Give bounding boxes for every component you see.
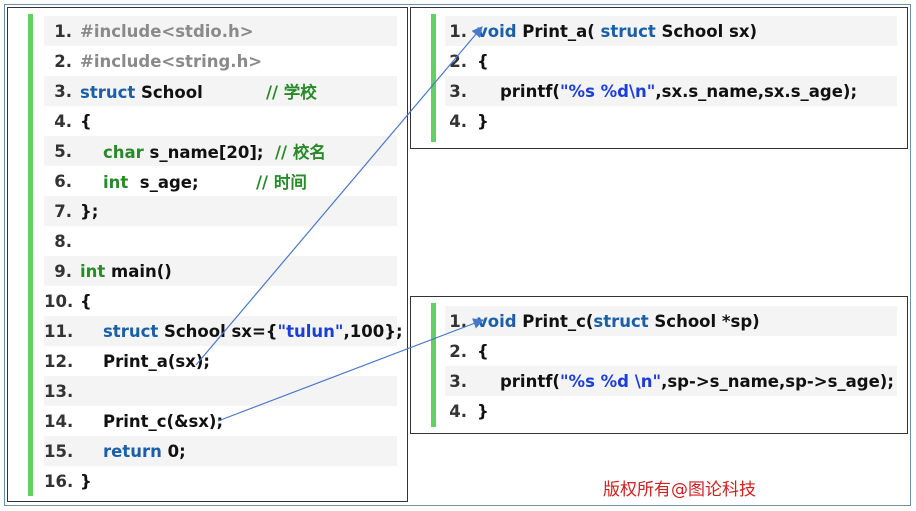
main-code-line-11: 11. struct School sx={"tulun",100}; <box>44 316 403 346</box>
main-code-line-5: 5. char s_name[20]; // 校名 <box>44 136 397 166</box>
code-text: { <box>477 51 489 71</box>
print-c-line-1: 1. void Print_c(struct School *sp) <box>445 306 897 336</box>
line-number: 10. <box>44 291 74 311</box>
main-code-line-12: 12. Print_a(sx); <box>44 346 397 376</box>
code-text: void Print_c(struct School *sp) <box>477 311 760 331</box>
line-number: 4. <box>449 401 467 421</box>
main-code-line-13: 13. <box>44 376 397 406</box>
line-number: 7. <box>54 201 72 221</box>
line-number: 16. <box>44 471 74 491</box>
code-text: } <box>477 401 489 421</box>
main-code-accent-bar <box>28 14 33 496</box>
print-a-code-panel: 1. void Print_a( struct School sx) 2. {3. p… <box>410 7 908 149</box>
print-a-line-1: 1. void Print_a( struct School sx) <box>445 16 897 46</box>
line-number: 5. <box>54 141 72 161</box>
main-code-line-9: 9. int main() <box>44 256 397 286</box>
code-text: { <box>80 111 92 131</box>
line-number: 1. <box>449 311 467 331</box>
code-text: }; <box>80 201 99 221</box>
code-text: int s_age; // 时间 <box>102 173 307 192</box>
line-number: 1. <box>449 21 467 41</box>
main-code-line-15: 15. return 0; <box>44 436 397 466</box>
line-number: 3. <box>54 81 72 101</box>
main-code-line-8: 8. <box>44 226 397 256</box>
code-text: printf("%s %d \n",sp->s_name,sp->s_age); <box>477 371 894 391</box>
line-number: 6. <box>54 171 72 191</box>
code-text: } <box>80 471 92 491</box>
main-code-line-10: 10. { <box>44 286 397 316</box>
print-a-line-2: 2. { <box>445 46 897 76</box>
main-code-line-6: 6. int s_age; // 时间 <box>44 166 397 196</box>
main-code-line-16: 16.} <box>44 466 397 496</box>
code-text: { <box>477 341 489 361</box>
code-text: struct School // 学校 <box>80 83 317 102</box>
main-code-line-3: 3. struct School // 学校 <box>44 76 397 106</box>
line-number: 15. <box>44 441 74 461</box>
code-text: #include<stdio.h> <box>80 21 254 41</box>
code-text: Print_c(&sx); <box>80 411 224 431</box>
line-number: 9. <box>54 261 72 281</box>
line-number: 4. <box>449 111 467 131</box>
line-number: 2. <box>449 51 467 71</box>
main-code-line-2: 2. #include<string.h> <box>44 46 397 76</box>
print-a-line-3: 3. printf("%s %d\n",sx.s_name,sx.s_age); <box>445 76 897 106</box>
main-code-line-14: 14. Print_c(&sx); <box>44 406 397 436</box>
code-text: return 0; <box>102 441 186 461</box>
print-a-line-4: 4.} <box>445 106 897 136</box>
code-text: void Print_a( struct School sx) <box>477 21 757 41</box>
code-text: char s_name[20]; // 校名 <box>102 143 326 162</box>
line-number: 1. <box>54 21 72 41</box>
print-c-line-2: 2. { <box>445 336 897 366</box>
code-text: printf("%s %d\n",sx.s_name,sx.s_age); <box>477 81 858 101</box>
line-number: 2. <box>54 51 72 71</box>
diagram-frame <box>4 4 911 506</box>
print-a-accent-bar <box>431 14 436 142</box>
code-text: } <box>477 111 489 131</box>
code-text: struct School sx={"tulun",100}; <box>102 321 403 341</box>
main-code-panel: 1. #include<stdio.h> 2. #include<string.h> 3… <box>7 7 408 502</box>
line-number: 3. <box>449 81 467 101</box>
line-number: 2. <box>449 341 467 361</box>
main-code-line-1: 1. #include<stdio.h> <box>44 16 397 46</box>
code-text: int main() <box>80 261 172 281</box>
line-number: 14. <box>44 411 74 431</box>
main-code-line-7: 7.}; <box>44 196 397 226</box>
main-code-line-4: 4. { <box>44 106 397 136</box>
print-c-accent-bar <box>431 303 436 427</box>
line-number: 12. <box>44 351 74 371</box>
code-text: { <box>80 291 92 311</box>
line-number: 3. <box>449 371 467 391</box>
copyright-watermark: 版权所有@图论科技 <box>603 480 756 500</box>
line-number: 4. <box>54 111 72 131</box>
arrow-to-print-c <box>217 318 485 422</box>
print-c-line-4: 4.} <box>445 396 897 426</box>
code-text: #include<string.h> <box>80 51 263 71</box>
line-number: 8. <box>54 231 72 251</box>
code-text: Print_a(sx); <box>80 351 211 371</box>
line-number: 11. <box>44 321 74 341</box>
print-c-code-panel: 1. void Print_c(struct School *sp) 2. {3. p… <box>410 296 908 434</box>
print-c-line-3: 3. printf("%s %d \n",sp->s_name,sp->s_ag… <box>445 366 897 396</box>
line-number: 13. <box>44 381 74 401</box>
arrow-to-print-a <box>195 26 483 366</box>
